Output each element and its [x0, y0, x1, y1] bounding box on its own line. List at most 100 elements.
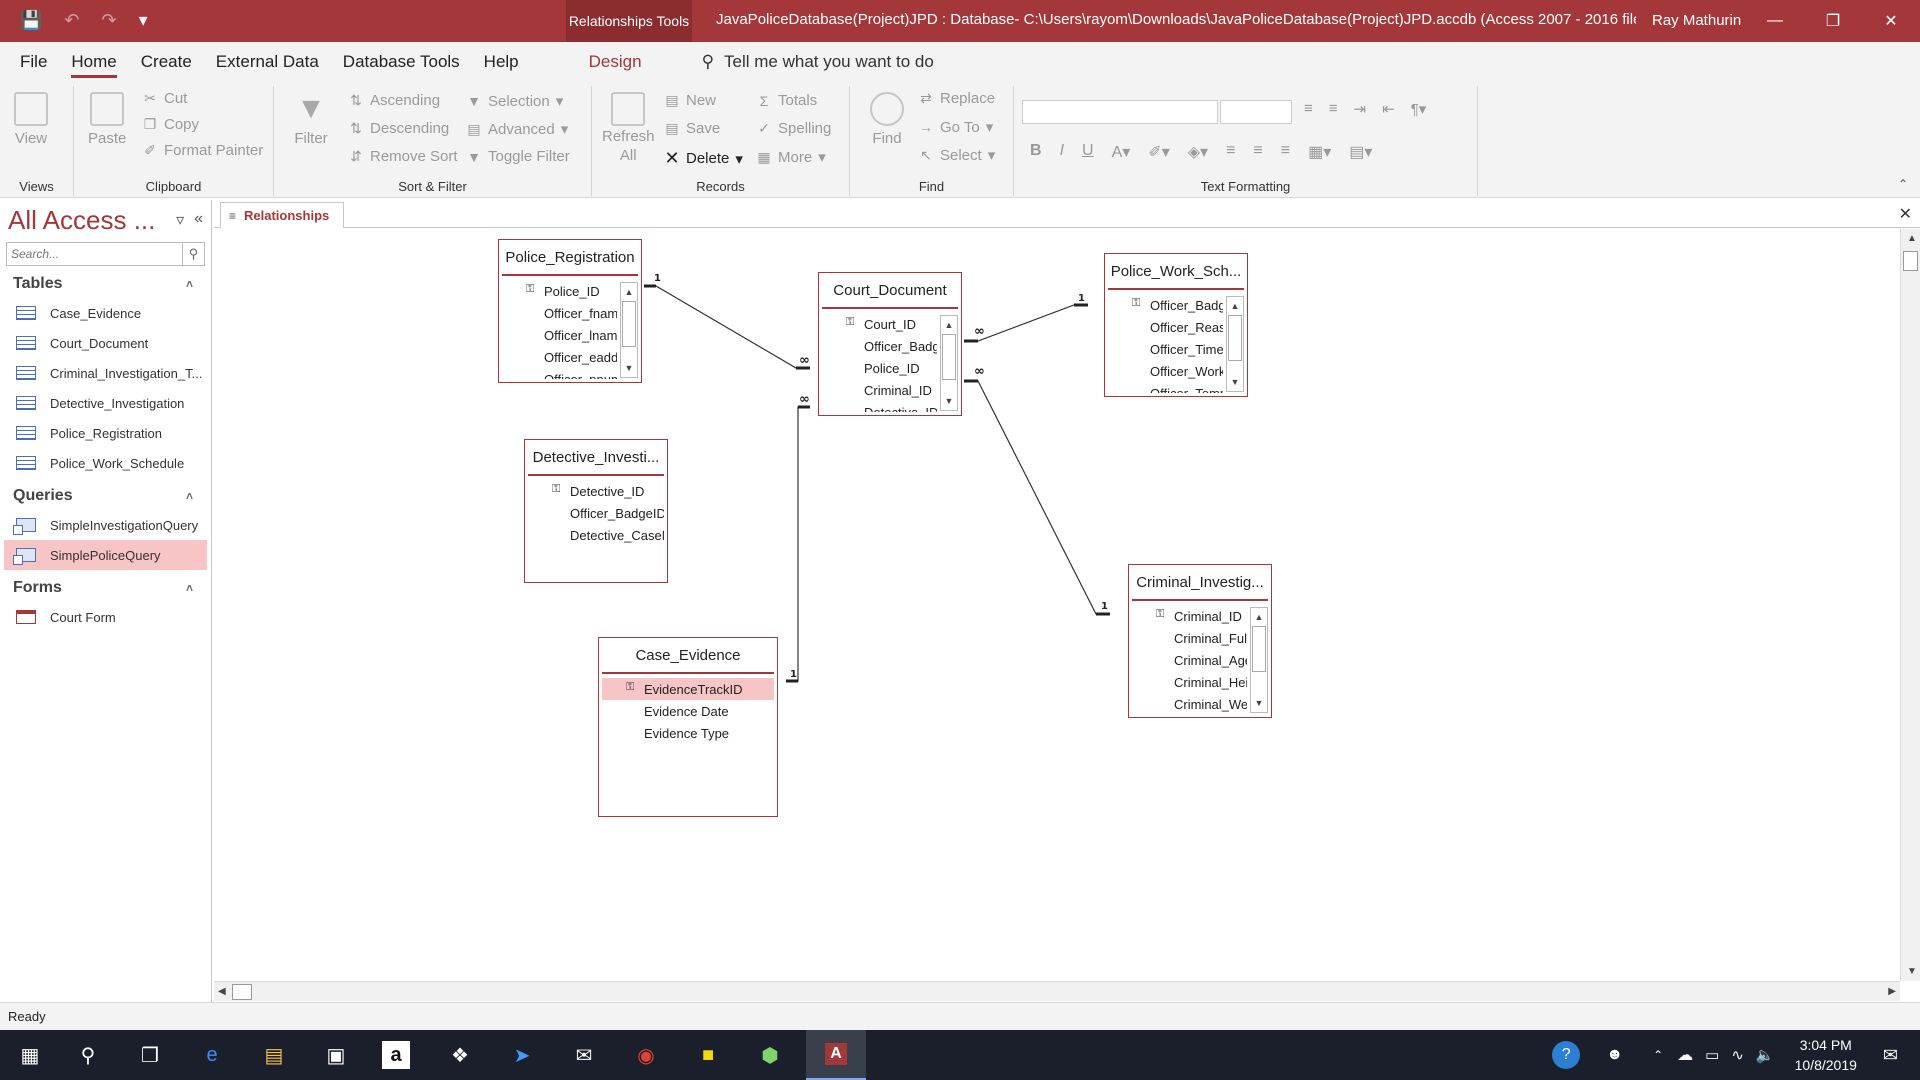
- edge-icon[interactable]: e: [206, 1043, 218, 1066]
- table-field[interactable]: Officer_eadd: [502, 346, 617, 368]
- scroll-thumb[interactable]: [1252, 626, 1266, 672]
- save-icon[interactable]: 💾: [20, 10, 43, 30]
- ascending-button[interactable]: ⇅Ascending: [348, 92, 440, 109]
- tab-file[interactable]: File: [20, 52, 48, 71]
- relationship-line[interactable]: [964, 380, 1110, 615]
- show-hidden-icons-icon[interactable]: ⌃: [1653, 1048, 1664, 1062]
- paragraph-direction-icon[interactable]: ¶▾: [1410, 101, 1427, 118]
- refresh-all-button[interactable]: Refresh All: [602, 92, 655, 164]
- horizontal-scroll-thumb[interactable]: [232, 984, 252, 1000]
- app-cube-icon[interactable]: ⬢: [761, 1044, 779, 1067]
- find-button[interactable]: Find: [870, 92, 904, 147]
- visual-studio-icon[interactable]: ➤: [513, 1044, 531, 1067]
- volume-icon[interactable]: 🔈: [1755, 1047, 1775, 1064]
- bullets-icon[interactable]: ≡: [1304, 100, 1313, 117]
- scroll-down-arrow-icon[interactable]: ▼: [1254, 698, 1264, 708]
- table-field[interactable]: ⚿Police_ID: [502, 280, 617, 302]
- toggle-filter-button[interactable]: ▼Toggle Filter: [466, 148, 570, 165]
- table-field[interactable]: ⚿Criminal_ID: [1132, 605, 1247, 627]
- field-list-scrollbar[interactable]: ▲▼: [1226, 296, 1244, 392]
- field-list-scrollbar[interactable]: ▲▼: [940, 315, 958, 411]
- dropbox-icon[interactable]: ❖: [451, 1044, 469, 1067]
- fill-color-icon[interactable]: ◈▾: [1187, 144, 1209, 161]
- spelling-button[interactable]: ✓Spelling: [756, 120, 831, 137]
- table-field[interactable]: Officer_Badg: [822, 335, 937, 357]
- windows-start-icon[interactable]: ▦: [20, 1044, 40, 1067]
- nav-item[interactable]: Detective_Investigation: [0, 388, 211, 418]
- nav-menu-icon[interactable]: ▿: [176, 212, 185, 229]
- search-icon[interactable]: ⚲: [182, 243, 204, 265]
- nav-section-tables[interactable]: Tables˄: [0, 270, 211, 298]
- nav-item[interactable]: Criminal_Investigation_T...: [0, 358, 211, 388]
- tell-me-search[interactable]: ⚲ Tell me what you want to do: [702, 52, 934, 72]
- close-window-button[interactable]: ✕: [1884, 13, 1898, 30]
- align-center-icon[interactable]: ≡: [1253, 142, 1263, 159]
- collapse-section-icon[interactable]: ˄: [185, 489, 193, 503]
- vertical-scrollbar[interactable]: ▲ ▼: [1900, 229, 1920, 981]
- table-field[interactable]: Detective_CaseN: [528, 524, 664, 546]
- table-field[interactable]: Criminal_ID: [822, 379, 937, 401]
- align-right-icon[interactable]: ≡: [1280, 142, 1291, 159]
- amazon-icon[interactable]: a: [382, 1041, 410, 1069]
- table-field[interactable]: Criminal_Heig: [1132, 671, 1247, 693]
- vertical-scroll-thumb[interactable]: [1903, 251, 1918, 271]
- restore-button[interactable]: ❐: [1825, 13, 1841, 30]
- table-field[interactable]: Officer_Reasc: [1108, 316, 1223, 338]
- nav-pane-title[interactable]: All Access ...: [8, 204, 156, 235]
- sticky-notes-icon[interactable]: ■: [701, 1043, 715, 1066]
- format-painter-button[interactable]: ✐Format Painter: [142, 142, 263, 159]
- replace-button[interactable]: ⇄Replace: [918, 90, 995, 107]
- nav-item[interactable]: Case_Evidence: [0, 298, 211, 328]
- scroll-down-arrow-icon[interactable]: ▼: [1907, 966, 1917, 977]
- clock[interactable]: 3:04 PM 10/8/2019: [1795, 1035, 1857, 1075]
- chrome-icon[interactable]: ◉: [637, 1044, 655, 1067]
- cut-button[interactable]: ✂Cut: [142, 90, 187, 107]
- highlight-icon[interactable]: ✐▾: [1148, 144, 1170, 161]
- gridlines-icon[interactable]: ▦▾: [1308, 144, 1332, 161]
- align-left-icon[interactable]: ≡: [1226, 142, 1236, 159]
- increase-indent-icon[interactable]: ⇥: [1353, 101, 1367, 118]
- select-button[interactable]: ↖Select ▾: [918, 146, 995, 165]
- font-name-dropdown[interactable]: [1022, 100, 1218, 124]
- minimize-button[interactable]: —: [1767, 12, 1783, 29]
- alternate-row-color-icon[interactable]: ▤▾: [1349, 144, 1373, 161]
- relationship-line[interactable]: [644, 285, 810, 369]
- table-field[interactable]: Officer_fname: [502, 302, 617, 324]
- tab-design[interactable]: Design: [588, 52, 642, 71]
- copy-button[interactable]: ❐Copy: [142, 116, 199, 133]
- table-field[interactable]: ⚿EvidenceTrackID: [602, 678, 774, 700]
- selection-button[interactable]: ▼Selection ▾: [467, 92, 564, 111]
- field-list-scrollbar[interactable]: ▲▼: [1250, 607, 1268, 713]
- view-button[interactable]: View: [14, 92, 48, 147]
- underline-icon[interactable]: U: [1082, 142, 1094, 159]
- nav-section-queries[interactable]: Queries˄: [0, 482, 211, 510]
- action-center-icon[interactable]: ✉: [1882, 1044, 1898, 1065]
- advanced-button[interactable]: ▤Advanced ▾: [467, 120, 569, 139]
- table-field[interactable]: Detective_ID: [822, 401, 937, 413]
- task-view-icon[interactable]: ❐: [141, 1044, 159, 1067]
- table-window-title[interactable]: Police_Work_Sch...: [1108, 254, 1244, 290]
- tab-create[interactable]: Create: [140, 52, 192, 71]
- italic-icon[interactable]: I: [1059, 142, 1065, 159]
- new-record-button[interactable]: ▤New: [664, 92, 716, 109]
- tab-external-data[interactable]: External Data: [215, 52, 319, 71]
- scroll-right-arrow-icon[interactable]: ▶: [1888, 986, 1896, 997]
- table-window-title[interactable]: Case_Evidence: [602, 638, 774, 674]
- collapse-section-icon[interactable]: ˄: [185, 581, 193, 595]
- undo-icon[interactable]: ↶: [64, 10, 80, 30]
- table-field[interactable]: Evidence Date: [602, 700, 774, 722]
- table-field[interactable]: Officer_Temp: [1108, 382, 1223, 394]
- more-button[interactable]: ▦More ▾: [757, 148, 826, 167]
- table-field[interactable]: Criminal_Age: [1132, 649, 1247, 671]
- field-list-scrollbar[interactable]: ▲▼: [620, 282, 638, 378]
- table-window-title[interactable]: Court_Document: [822, 273, 958, 309]
- scroll-up-arrow-icon[interactable]: ▲: [624, 287, 634, 297]
- table-field[interactable]: Officer_lname: [502, 324, 617, 346]
- people-icon[interactable]: ☻: [1606, 1046, 1624, 1063]
- paste-button[interactable]: Paste: [88, 92, 126, 147]
